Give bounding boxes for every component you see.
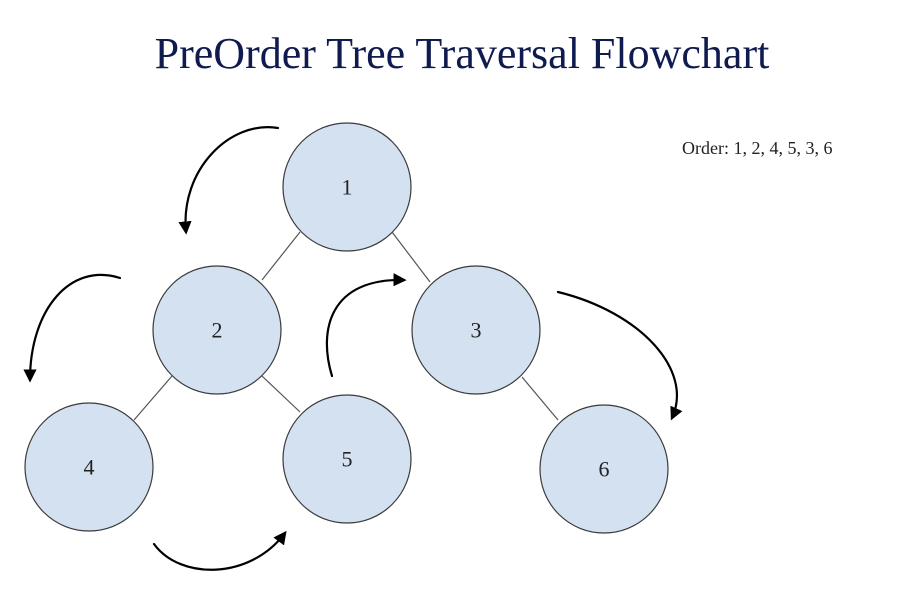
edge-1-2	[261, 231, 301, 281]
arrow-5-to-3-icon	[325, 273, 407, 378]
node-label-5: 5	[342, 447, 353, 472]
arrow-1-to-2-icon	[178, 126, 280, 235]
tree-node-2: 2	[152, 265, 282, 395]
arrow-4-to-5-icon	[152, 530, 287, 571]
edge-2-5	[261, 375, 301, 413]
node-label-4: 4	[84, 455, 95, 480]
traversal-arrows	[23, 126, 683, 571]
node-label-2: 2	[212, 318, 223, 343]
edge-3-6	[521, 376, 559, 421]
node-label-1: 1	[342, 175, 353, 200]
edge-2-4	[133, 375, 173, 421]
edge-1-3	[391, 231, 431, 283]
tree-node-1: 1	[282, 122, 412, 252]
tree-node-4: 4	[24, 402, 154, 532]
arrow-3-to-6-icon	[556, 290, 683, 421]
tree-node-5: 5	[282, 394, 412, 524]
tree-node-6: 6	[539, 404, 669, 534]
tree-node-3: 3	[411, 265, 541, 395]
tree-edges	[133, 231, 559, 421]
node-label-3: 3	[471, 318, 482, 343]
diagram-title: PreOrder Tree Traversal Flowchart	[154, 29, 770, 78]
arrow-2-to-4-icon	[23, 273, 122, 383]
node-label-6: 6	[599, 457, 610, 482]
traversal-order-text: Order: 1, 2, 4, 5, 3, 6	[682, 138, 833, 158]
